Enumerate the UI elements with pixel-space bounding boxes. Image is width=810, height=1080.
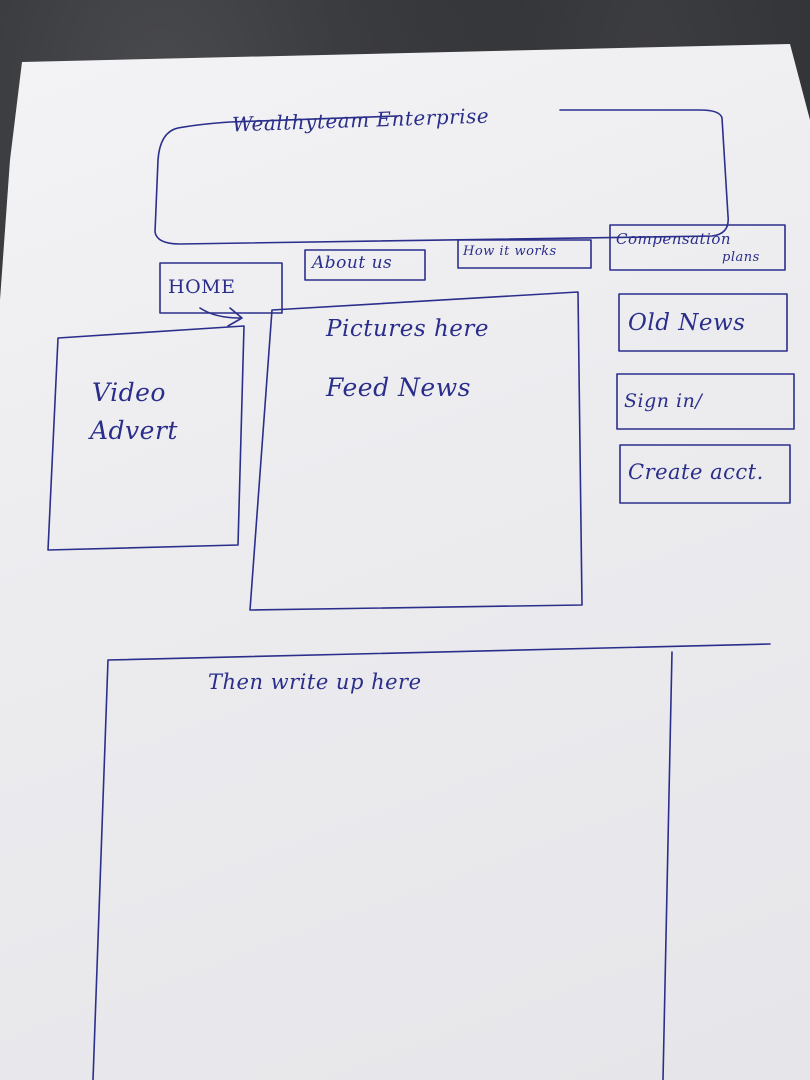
- sidebar-create-account[interactable]: Create acct.: [628, 460, 764, 484]
- how-box-outline: [457, 239, 592, 269]
- video-advert-line2: Advert: [90, 416, 178, 445]
- sign-in-box-outline: [616, 373, 795, 430]
- writeup-label: Then write up here: [208, 670, 422, 694]
- sidebar-old-news[interactable]: Old News: [628, 310, 746, 336]
- nav-compensation-plans[interactable]: plans: [722, 250, 760, 265]
- create-acct-box-outline: [619, 444, 791, 504]
- about-box-outline: [304, 249, 426, 281]
- feed-news-label: Feed News: [326, 373, 471, 402]
- nav-home[interactable]: HOME: [168, 276, 236, 298]
- nav-how-it-works[interactable]: How it works: [463, 244, 557, 259]
- sidebar-sign-in[interactable]: Sign in/: [624, 390, 703, 412]
- home-box-outline: [159, 262, 283, 314]
- feed-pictures-label: Pictures here: [326, 316, 490, 342]
- nav-about-us[interactable]: About us: [312, 253, 393, 273]
- writeup-box-outline: [92, 643, 771, 1080]
- home-arrow: [199, 307, 243, 327]
- nav-compensation[interactable]: Compensation: [616, 230, 732, 248]
- header-banner-outline: [154, 109, 729, 245]
- video-advert-line1: Video: [92, 378, 166, 407]
- feed-box-outline: [249, 291, 583, 611]
- video-box-outline: [47, 325, 245, 551]
- old-news-box-outline: [618, 293, 788, 352]
- compensation-box-outline: [609, 224, 786, 271]
